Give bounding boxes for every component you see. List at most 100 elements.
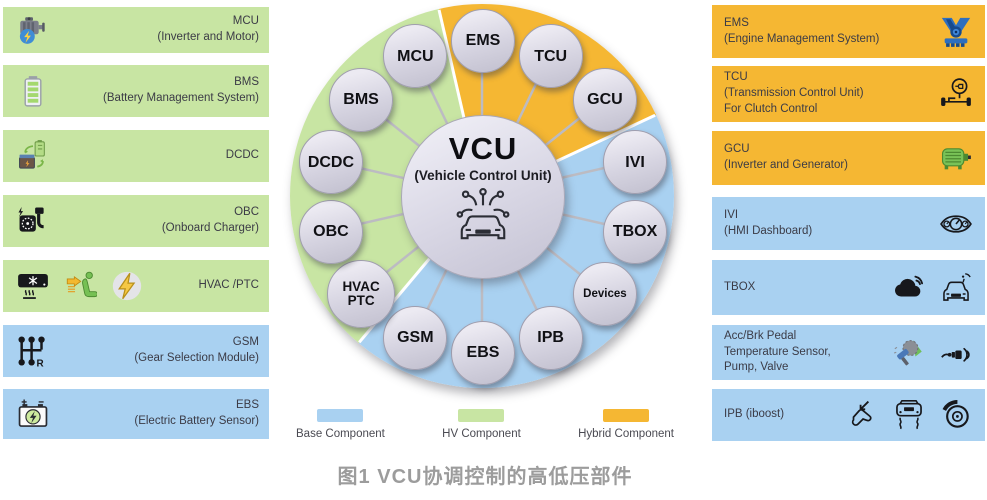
satellite-devices: Devices xyxy=(572,262,637,327)
brake-disc-icon xyxy=(939,398,973,432)
satellite-label: HVAC xyxy=(342,278,380,294)
component-row-gcu: GCU (Inverter and Generator) xyxy=(712,131,985,185)
component-desc: (Gear Selection Module) xyxy=(134,352,259,364)
satellite-obc: OBC xyxy=(298,199,363,264)
component-row-gsm: R GSM (Gear Selection Module) xyxy=(3,325,269,377)
legend-label: Hybrid Component xyxy=(578,428,674,440)
vcu-hub: VCU (Vehicle Control Unit) xyxy=(401,115,565,279)
component-row-tbox: TBOX xyxy=(712,260,985,315)
satellite-label: GCU xyxy=(587,91,623,109)
vcu-wheel: VCU (Vehicle Control Unit) EMS TCU GCU IVI T… xyxy=(290,4,674,388)
motor-icon xyxy=(16,13,50,47)
satellite-ems: EMS xyxy=(451,9,515,73)
legend: Base Component HV Component Hybrid Compone… xyxy=(296,409,674,440)
car-battery-icon xyxy=(16,397,50,431)
component-name: OBC xyxy=(234,206,259,219)
component-row-obc: OBC (Onboard Charger) xyxy=(3,195,269,247)
satellite-label: BMS xyxy=(343,91,379,109)
component-name: EMS xyxy=(724,16,749,29)
legend-swatch xyxy=(603,409,650,422)
legend-label: HV Component xyxy=(442,428,521,440)
satellite-label: TCU xyxy=(534,47,568,65)
component-icons xyxy=(16,397,50,431)
satellite-dcdc: DCDC xyxy=(298,130,363,195)
satellite-ivi: IVI xyxy=(603,130,668,195)
component-desc: Pump, Valve xyxy=(724,361,789,374)
component-name: EBS xyxy=(235,399,259,412)
satellite-gcu: GCU xyxy=(572,67,637,132)
satellite-label: TBOX xyxy=(612,223,658,241)
component-desc: (Transmission Control Unit) xyxy=(724,87,864,100)
dcdc-converter-icon xyxy=(16,139,50,173)
brake-pedal-icon xyxy=(845,398,879,432)
component-name: MCU xyxy=(232,15,259,28)
component-name: GCU xyxy=(724,143,750,156)
component-name: IVI xyxy=(724,208,739,221)
satellite-label: MCU xyxy=(397,47,434,65)
component-name: GSM xyxy=(232,336,259,349)
satellite-label: EMS xyxy=(465,32,501,50)
hub-title: VCU xyxy=(448,131,518,166)
connected-car-icon xyxy=(452,183,514,247)
cloud-signal-icon xyxy=(892,271,926,305)
satellite-label: IPB xyxy=(537,328,564,346)
component-icons xyxy=(16,269,144,303)
component-icons xyxy=(939,141,973,175)
engine-icon xyxy=(939,15,973,49)
generator-icon xyxy=(939,141,973,175)
component-row-ipb-iboost: IPB (iboost) xyxy=(712,389,985,441)
component-icons xyxy=(845,398,973,432)
component-name: Acc/Brk Pedal xyxy=(724,329,797,342)
component-row-ivi: IVI(HMI Dashboard) xyxy=(712,197,985,250)
legend-item-hybrid-component: Hybrid Component xyxy=(578,409,674,440)
component-icons xyxy=(16,204,50,238)
satellite-label: DCDC xyxy=(307,153,355,171)
satellite-mcu: MCU xyxy=(383,24,448,89)
component-desc: Temperature Sensor, xyxy=(724,345,831,358)
satellite-ebs: EBS xyxy=(451,321,515,385)
component-desc: For Clutch Control xyxy=(724,102,818,115)
gear-shifter-icon: R xyxy=(16,334,50,368)
component-icons xyxy=(892,336,973,370)
satellite-label: IVI xyxy=(625,153,645,171)
car-skid-icon xyxy=(892,398,926,432)
component-name: HVAC /PTC xyxy=(198,279,260,292)
component-icons xyxy=(892,271,973,305)
ac-unit-icon xyxy=(16,269,50,303)
component-row-hvac-ptc: HVAC /PTC xyxy=(3,260,269,312)
satellite-bms: BMS xyxy=(329,67,394,132)
component-icons xyxy=(939,207,973,241)
connected-car-front-icon xyxy=(939,271,973,305)
legend-label: Base Component xyxy=(296,428,385,440)
hub-subtitle: (Vehicle Control Unit) xyxy=(414,168,552,183)
satellite-label: Devices xyxy=(583,288,627,301)
component-row-bms: BMS(Battery Management System) xyxy=(3,65,269,117)
satellite-tbox: TBOX xyxy=(603,199,668,264)
component-icons xyxy=(939,15,973,49)
component-desc: (Onboard Charger) xyxy=(161,222,259,234)
component-icons: R xyxy=(16,334,50,368)
component-row-dcdc: DCDC xyxy=(3,130,269,182)
satellite-label: GSM xyxy=(397,328,434,346)
legend-item-base-component: Base Component xyxy=(296,409,385,440)
component-desc: (Inverter and Motor) xyxy=(157,31,259,43)
component-desc: (Battery Management System) xyxy=(103,92,259,104)
figure-caption: 图1 VCU协调控制的高低压部件 xyxy=(337,466,633,488)
component-row-ebs: EBS(Electric Battery Sensor) xyxy=(3,389,269,439)
valve-signal-icon xyxy=(939,336,973,370)
battery-icon xyxy=(16,74,50,108)
pedal-sensor-icon xyxy=(892,336,926,370)
component-icons xyxy=(16,139,50,173)
component-row-mcu: MCU (Inverter and Motor) xyxy=(3,7,269,53)
component-name: IPB (iboost) xyxy=(724,408,785,421)
right-component-panel: EMS (Engine Management System) TCU (Transmi… xyxy=(712,0,985,460)
component-name: DCDC xyxy=(225,149,259,162)
component-desc: (Inverter and Generator) xyxy=(724,159,849,171)
component-name: TCU xyxy=(724,71,748,84)
charger-plug-icon xyxy=(16,204,50,238)
satellite-tcu: TCU xyxy=(518,24,583,89)
component-desc: (Engine Management System) xyxy=(724,32,880,45)
